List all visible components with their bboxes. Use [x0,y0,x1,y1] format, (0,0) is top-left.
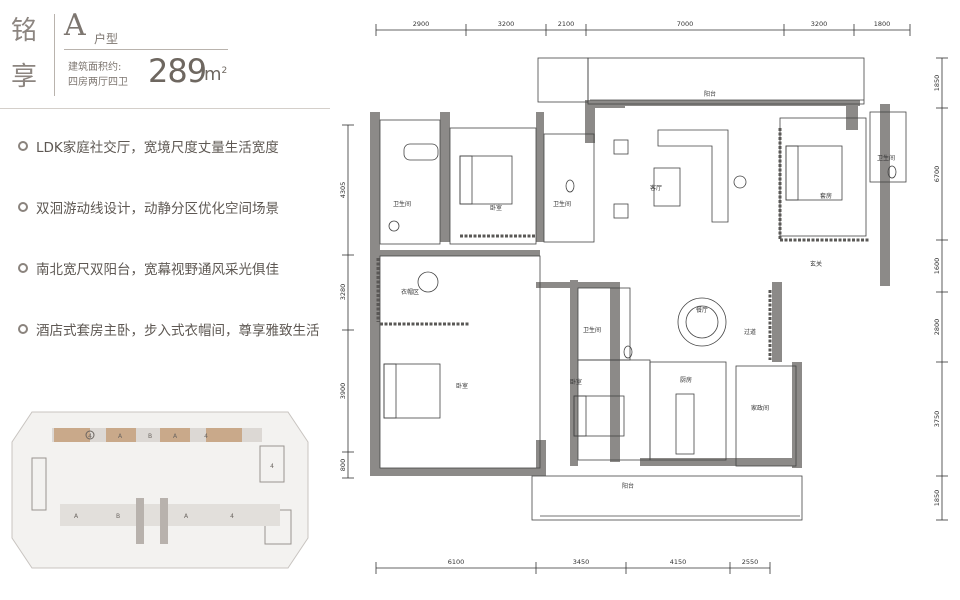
key-tag [85,430,95,440]
header-rule [64,49,228,50]
room-label: 卫生间 [877,154,895,162]
dim-label: 2800 [933,319,941,336]
feature-item: 双洄游动线设计，动静分区优化空间场景 [18,197,320,217]
dim-label: 3750 [933,411,941,428]
feature-item: 酒店式套房主卧，步入式衣帽间，尊享雅致生活 [18,319,320,339]
dim-label: 7000 [677,20,694,28]
room-label: 卧室 [570,378,582,386]
brand-char-2: 享 [10,62,37,92]
room-label: 卧室 [490,204,502,212]
dim-label: 4150 [670,558,687,566]
room-label: 卫生间 [583,326,601,334]
unit-type-label: 户型 [94,32,119,46]
feature-item: 南北宽尺双阳台，宽幕视野通风采光俱佳 [18,258,320,278]
dim-label: 2550 [742,558,759,566]
room-label: 阳台 [622,482,634,490]
room-label: 厨房 [680,376,692,384]
brand-char-1: 铭 [10,16,37,46]
dim-label: 6700 [933,166,941,183]
key-tag-label: B [116,513,120,520]
area-label: 建筑面积约: [68,62,122,73]
feature-item: LDK家庭社交厅，宽境尺度丈量生活宽度 [18,136,320,156]
room-label: 玄关 [810,260,822,268]
unit-letter: A [64,8,86,43]
dim-label: 3200 [811,20,828,28]
room-label: 阳台 [704,90,716,98]
room-label: 客厅 [650,184,662,192]
header-divider [54,14,55,96]
dim-label: 3200 [498,20,515,28]
key-tag-label: A [74,513,79,520]
key-tag-label: A [184,513,189,520]
section-rule [0,108,330,109]
key-plan: 4 A B A 4 4 A B A 4 [11,411,309,569]
feature-list: LDK家庭社交厅，宽境尺度丈量生活宽度 双洄游动线设计，动静分区优化空间场景 南… [18,136,320,380]
area-unit: m2 [204,64,228,85]
key-tag-label: A [173,433,178,440]
dim-label: 3450 [573,558,590,566]
bullet-icon [18,141,28,151]
room-config: 四房两厅四卫 [68,77,128,88]
key-tag-label: 4 [204,433,208,440]
bullet-icon [18,202,28,212]
dim-label: 1850 [933,75,941,92]
room-label: 衣帽区 [401,288,419,296]
dim-label: 1800 [874,20,891,28]
key-tag-label: 4 [230,513,234,520]
room-label: 餐厅 [696,306,708,314]
key-tag-label: 4 [270,463,274,470]
dim-label: 4305 [340,182,347,199]
bullet-icon [18,263,28,273]
room-label: 家政间 [751,404,769,412]
floor-plan: 2900 3200 2100 7000 3200 1800 6100 3450 … [340,20,948,574]
dim-label: 3900 [340,383,347,400]
room-label: 卫生间 [393,200,411,208]
room-label: 卧室 [456,382,468,390]
dim-label: 2900 [413,20,430,28]
room-label: 套房 [820,192,832,200]
dim-label: 3280 [340,284,347,301]
dim-label: 1850 [933,490,941,507]
room-label: 过道 [744,328,756,336]
key-tag-label: 4 [88,433,92,440]
key-tag-label: A [118,433,123,440]
area-value: 289 [148,52,207,90]
key-tag-label: B [148,433,152,440]
dim-label: 2100 [558,20,575,28]
room-label: 卫生间 [553,200,571,208]
brand-name: 铭 享 [8,8,40,100]
dim-label: 1600 [933,258,941,275]
bullet-icon [18,324,28,334]
dim-label: 800 [340,459,347,471]
dim-label: 6100 [448,558,465,566]
